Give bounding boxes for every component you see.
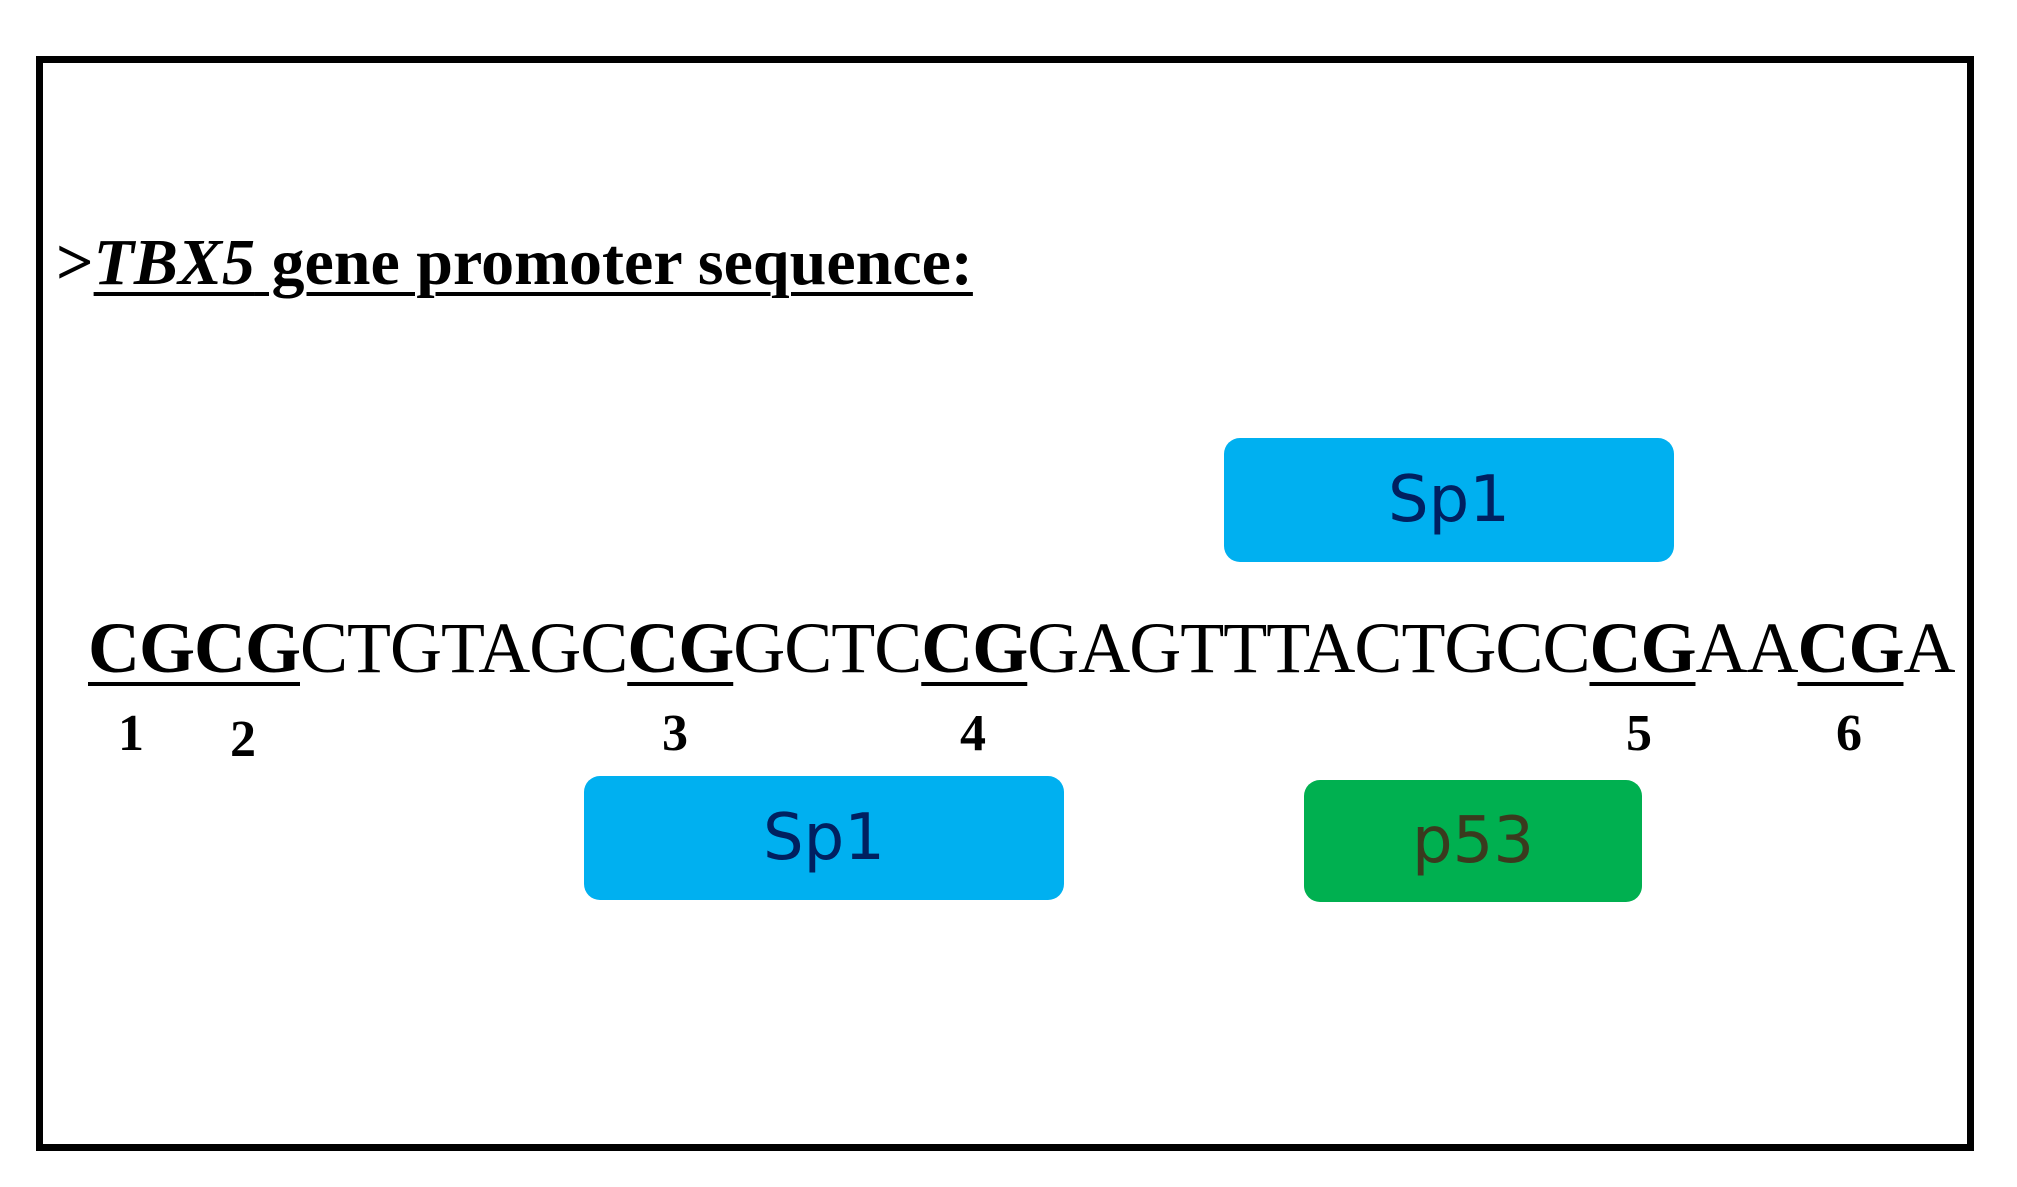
cpg-site-number-2: 2 bbox=[230, 711, 256, 768]
sequence-segment: GCTC bbox=[733, 608, 922, 688]
title-prefix: > bbox=[56, 226, 94, 299]
cpg-site-number-4: 4 bbox=[960, 705, 986, 762]
cpg-dinucleotide: CG bbox=[88, 608, 195, 688]
gene-name: TBX5 bbox=[93, 226, 255, 299]
cpg-dinucleotide: CG bbox=[627, 608, 734, 688]
sp1-binding-site-upper: Sp1 bbox=[1224, 438, 1674, 562]
sp1-binding-site-lower: Sp1 bbox=[584, 776, 1064, 900]
sequence-segment: CTGTAGC bbox=[300, 608, 628, 688]
title-rest: gene promoter sequence: bbox=[254, 226, 973, 299]
cpg-site-number-5: 5 bbox=[1626, 705, 1652, 762]
title-underlined: TBX5 gene promoter sequence: bbox=[94, 226, 973, 299]
cpg-dinucleotide: CG bbox=[1797, 608, 1904, 688]
figure-frame bbox=[36, 56, 1974, 1151]
cpg-dinucleotide: CG bbox=[194, 608, 301, 688]
p53-binding-site: p53 bbox=[1304, 780, 1642, 902]
sequence-segment: A bbox=[1903, 608, 1955, 688]
cpg-dinucleotide: CG bbox=[1589, 608, 1696, 688]
sequence-segment: GAGTTTACTGCC bbox=[1027, 608, 1590, 688]
cpg-site-number-6: 6 bbox=[1836, 705, 1862, 762]
promoter-sequence: CGCGCTGTAGCCGGCTCCGGAGTTTACTGCCCGAACGA bbox=[88, 612, 1955, 684]
cpg-site-number-1: 1 bbox=[118, 705, 144, 762]
sequence-segment: AA bbox=[1695, 608, 1798, 688]
cpg-site-number-3: 3 bbox=[662, 705, 688, 762]
cpg-dinucleotide: CG bbox=[921, 608, 1028, 688]
figure-title: >TBX5 gene promoter sequence: bbox=[56, 230, 973, 296]
